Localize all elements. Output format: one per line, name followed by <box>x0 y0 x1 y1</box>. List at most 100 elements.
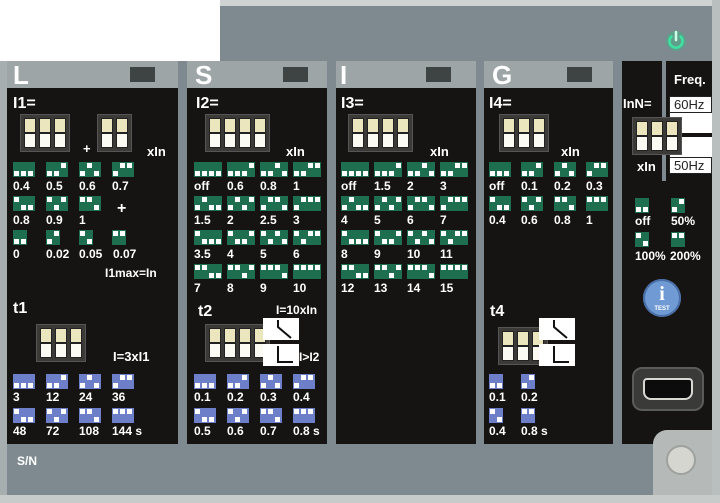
setting-value: 1 <box>79 213 86 227</box>
screw-icon <box>666 445 696 475</box>
i3-dip-switch[interactable] <box>348 114 413 152</box>
setting-value: off <box>341 179 357 193</box>
bottom-edge <box>0 495 720 503</box>
setting-code <box>635 198 649 213</box>
setting-code <box>13 162 35 177</box>
setting-code <box>440 196 468 211</box>
section-letter: L <box>13 60 29 90</box>
setting-code <box>293 196 321 211</box>
time-value: 72 <box>46 424 60 438</box>
inn-label: InN= <box>623 96 652 111</box>
setting-code <box>293 264 321 279</box>
section-S-header: S <box>187 61 327 89</box>
time-code <box>227 408 249 423</box>
time-code <box>194 408 216 423</box>
time-value: 48 <box>13 424 27 438</box>
setting-value: 5 <box>374 213 381 227</box>
setting-code <box>374 162 402 177</box>
setting-value: 8 <box>227 281 234 295</box>
setting-value: 1.5 <box>194 213 211 227</box>
setting-code <box>374 230 402 245</box>
mini-usb-port[interactable] <box>632 367 704 411</box>
inverse-time-curve-icon <box>263 318 299 366</box>
time-value: 0.2 <box>521 390 538 404</box>
i2-dip-switch[interactable] <box>205 114 270 152</box>
time-code <box>13 408 35 423</box>
time-code <box>79 374 101 389</box>
setting-value: 1 <box>293 179 300 193</box>
setting-code <box>489 162 511 177</box>
time-value: 0.1 <box>489 390 506 404</box>
time-value: 0.1 <box>194 390 211 404</box>
section-I-header: I <box>336 61 476 89</box>
setting-code <box>521 162 543 177</box>
curve-note-bottom: I>I2 <box>299 350 320 364</box>
right-edge <box>712 0 720 503</box>
unit-label: xIn <box>430 144 449 159</box>
i1-dip-switch-coarse[interactable] <box>20 114 70 152</box>
setting-code <box>554 162 576 177</box>
setting-code <box>194 230 222 245</box>
setting-value: 5 <box>260 247 267 261</box>
setting-value: off <box>489 179 505 193</box>
setting-code <box>260 264 288 279</box>
section-L-header: L <box>7 60 178 90</box>
i1-dip-switch-fine[interactable] <box>97 114 132 152</box>
neutral-value: off <box>635 214 651 228</box>
unit-label: xIn <box>286 144 305 159</box>
setting-value: off <box>194 179 210 193</box>
i4-dip-switch[interactable] <box>499 114 549 152</box>
setting-value: 3.5 <box>194 247 211 261</box>
time-value: 0.8 s <box>293 424 320 438</box>
setting-value: 0.02 <box>46 247 70 261</box>
t2-dip-switch[interactable] <box>205 324 270 362</box>
inn-dip-switch[interactable] <box>632 117 682 155</box>
t1-dip-switch[interactable] <box>36 324 86 362</box>
i3-label: I3= <box>341 95 364 112</box>
setting-code <box>227 196 255 211</box>
neutral-value: 100% <box>635 249 666 263</box>
curve-note-top: I=10xIn <box>276 303 318 317</box>
i1-label: I1= <box>13 95 36 112</box>
time-code <box>46 408 68 423</box>
setting-code <box>13 230 27 245</box>
setting-code <box>586 162 608 177</box>
test-label: TEST <box>654 306 670 312</box>
setting-code <box>440 230 468 245</box>
setting-code <box>293 230 321 245</box>
t2-label: t2 <box>198 303 213 320</box>
setting-value: 0.5 <box>46 179 63 193</box>
setting-value: 7 <box>194 281 201 295</box>
ground-fault-curve-icon <box>539 318 575 366</box>
time-value: 0.7 <box>260 424 277 438</box>
time-value: 36 <box>112 390 126 404</box>
neutral-value: 200% <box>670 249 701 263</box>
status-led <box>130 67 155 82</box>
time-code <box>227 374 249 389</box>
time-code <box>293 374 315 389</box>
freq-option-50hz[interactable]: 50Hz <box>669 157 712 174</box>
left-edge <box>0 61 7 503</box>
setting-code <box>260 162 288 177</box>
setting-value: 11 <box>440 247 453 261</box>
freq-label: Freq. <box>674 72 706 87</box>
setting-code <box>489 196 511 211</box>
freq-option-60hz[interactable]: 60Hz <box>669 96 712 113</box>
setting-value: 0.3 <box>586 179 603 193</box>
top-edge <box>220 0 720 6</box>
time-code <box>79 408 101 423</box>
time-code <box>260 374 282 389</box>
setting-code <box>79 196 101 211</box>
setting-code <box>407 196 435 211</box>
t1-note: I=3xI1 <box>113 349 150 364</box>
time-code <box>521 374 535 389</box>
test-info-button[interactable]: i TEST <box>643 279 681 317</box>
time-value: 0.3 <box>260 390 277 404</box>
setting-value: 0.8 <box>554 213 571 227</box>
setting-value: 0.7 <box>112 179 129 193</box>
setting-code <box>227 162 255 177</box>
neutral-value: 50% <box>671 214 696 228</box>
setting-code <box>46 162 68 177</box>
setting-code <box>586 196 608 211</box>
t4-label: t4 <box>490 303 505 320</box>
